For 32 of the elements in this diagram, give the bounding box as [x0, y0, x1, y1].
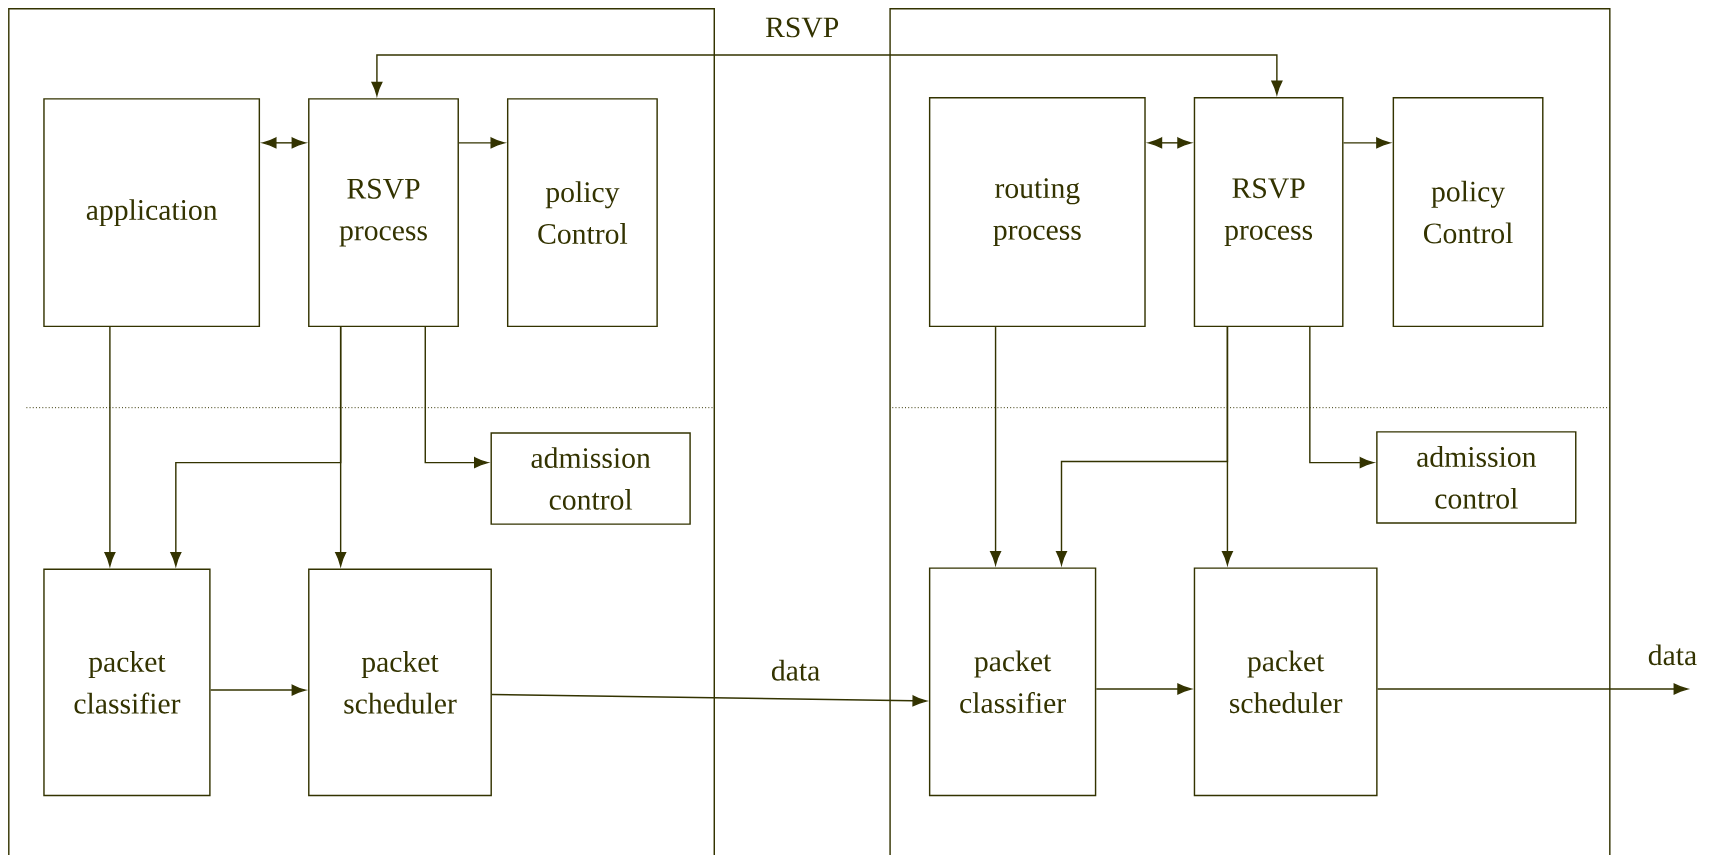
- arrow: [1221, 326, 1233, 566]
- arrow: [1309, 326, 1374, 469]
- arrow: [491, 693, 927, 707]
- arrow: [209, 684, 306, 696]
- arrow: [1095, 683, 1192, 695]
- process-box: RSVP process: [1193, 97, 1344, 328]
- process-box: policy Control: [506, 98, 658, 328]
- edge-label: data: [1645, 642, 1700, 668]
- host-frame: [889, 8, 1611, 855]
- arrow: [1342, 137, 1391, 149]
- edge-label: data: [768, 657, 823, 683]
- process-box: admission control: [490, 432, 691, 525]
- arrow: [1376, 683, 1688, 695]
- process-box: packet classifier: [43, 568, 211, 797]
- host-frame: [8, 8, 715, 855]
- process-box: packet classifier: [928, 567, 1097, 797]
- process-box: routing process: [928, 97, 1146, 328]
- edge-label: RSVP: [762, 15, 842, 40]
- arrow: [371, 54, 1283, 96]
- arrow: [1148, 137, 1192, 149]
- arrow: [262, 137, 306, 149]
- process-box: RSVP process: [308, 98, 459, 328]
- arrow: [458, 137, 505, 149]
- process-box: application: [43, 98, 261, 328]
- process-box: packet scheduler: [308, 568, 492, 797]
- arrow: [104, 326, 116, 567]
- process-box: policy Control: [1392, 97, 1544, 328]
- process-box: packet scheduler: [1193, 567, 1378, 797]
- arrow: [335, 326, 347, 567]
- arrow: [424, 326, 489, 469]
- process-box: admission control: [1376, 431, 1577, 524]
- arrow: [990, 326, 1002, 566]
